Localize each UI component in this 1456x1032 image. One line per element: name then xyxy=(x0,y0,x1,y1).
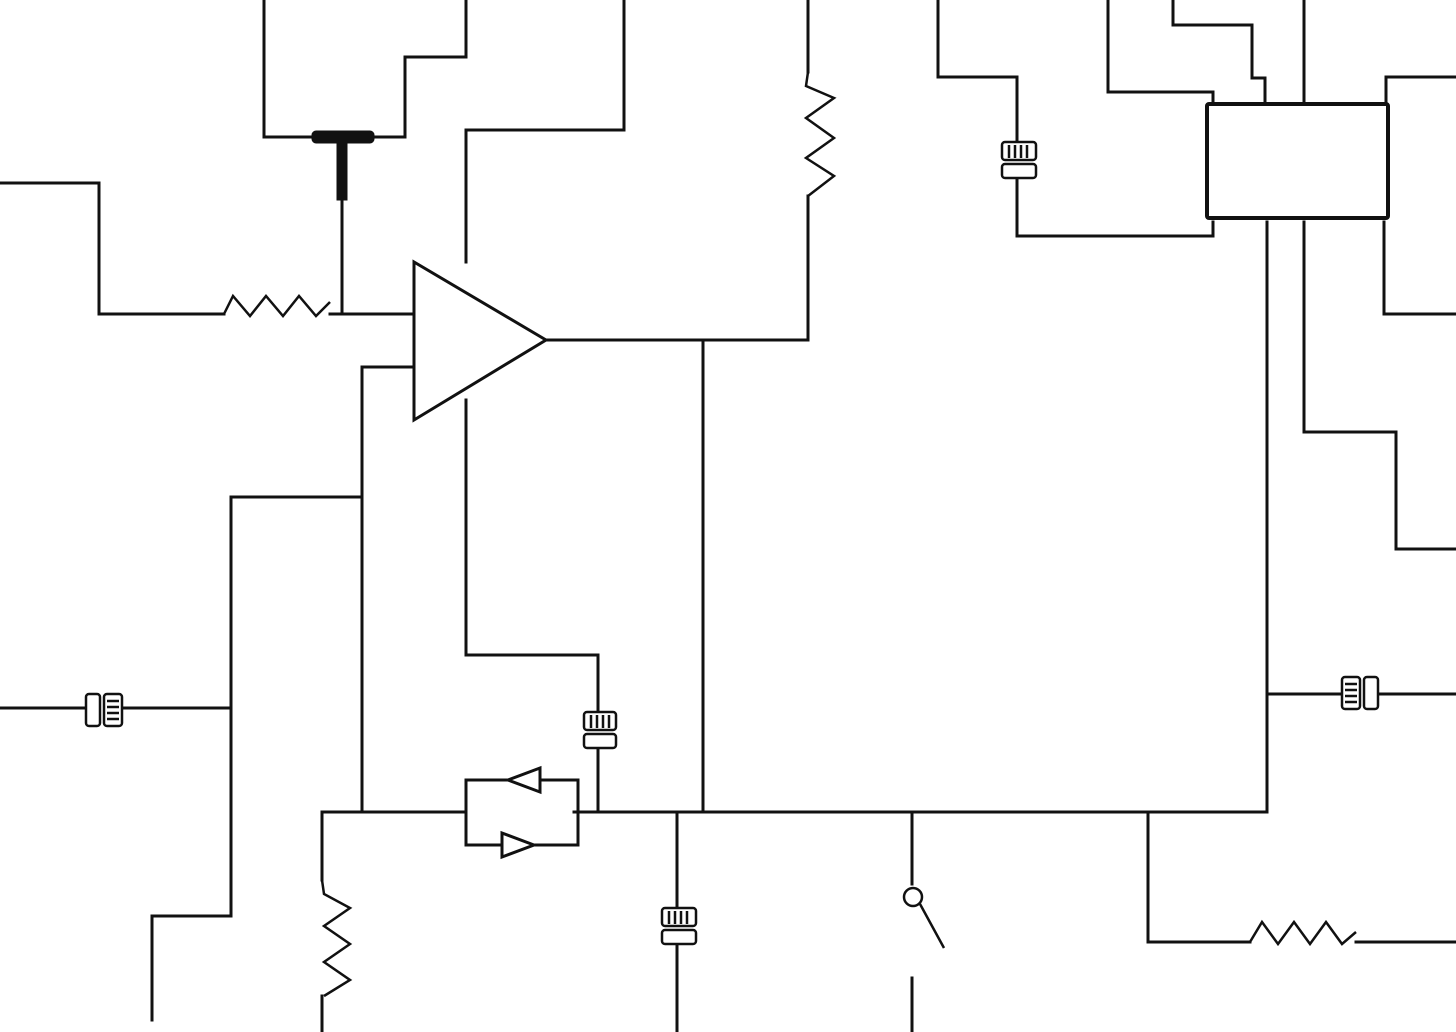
wire-ic-right-lead xyxy=(1384,75,1456,106)
wire-opamp-bottom-supply xyxy=(464,398,600,714)
diode-pair xyxy=(464,765,580,860)
wire-left-input xyxy=(0,181,226,316)
ic-block xyxy=(1205,102,1390,220)
wire-upper-right-cap-bottom xyxy=(1015,176,1215,238)
capacitor-opamp-bottom xyxy=(582,710,618,750)
wire-ic-bottom-lead-2 xyxy=(1382,220,1456,316)
wire-opamp-top-supply xyxy=(464,0,626,264)
diode-lower xyxy=(500,830,539,860)
wire-ic-bottom-lead-1 xyxy=(1302,220,1456,551)
wire-ic-top-lead-2 xyxy=(1171,0,1267,106)
resistor-bottom-right-horizontal xyxy=(1248,919,1357,947)
wire-left-branch xyxy=(150,495,364,1022)
wire-top-left-loop xyxy=(262,0,468,139)
capacitor-right xyxy=(1340,675,1380,711)
switch-pivot xyxy=(902,886,924,908)
tee-junction-bar xyxy=(311,130,375,144)
wire-bottom-bus-right xyxy=(576,220,1269,814)
capacitor-bottom-center xyxy=(660,906,698,946)
op-amp-triangle xyxy=(412,259,549,423)
capacitor-upper-right xyxy=(1000,140,1038,180)
wire-upper-right-cap-top xyxy=(936,0,1019,142)
wire-bottom-right-branch xyxy=(1146,810,1252,944)
wire-opamp-minus-input xyxy=(360,365,416,814)
resistor-bottom-left-vertical xyxy=(320,879,353,998)
tee-junction xyxy=(311,130,375,201)
wire-opamp-output xyxy=(544,194,810,342)
resistor-top-vertical xyxy=(803,71,837,197)
switch-lever xyxy=(918,903,946,949)
tee-junction-stem xyxy=(336,142,348,201)
resistor-left-horizontal xyxy=(222,293,331,318)
capacitor-left xyxy=(84,692,124,728)
switch xyxy=(902,886,946,949)
diode-upper xyxy=(503,765,542,795)
wire-ic-top-lead-1 xyxy=(1106,0,1215,106)
